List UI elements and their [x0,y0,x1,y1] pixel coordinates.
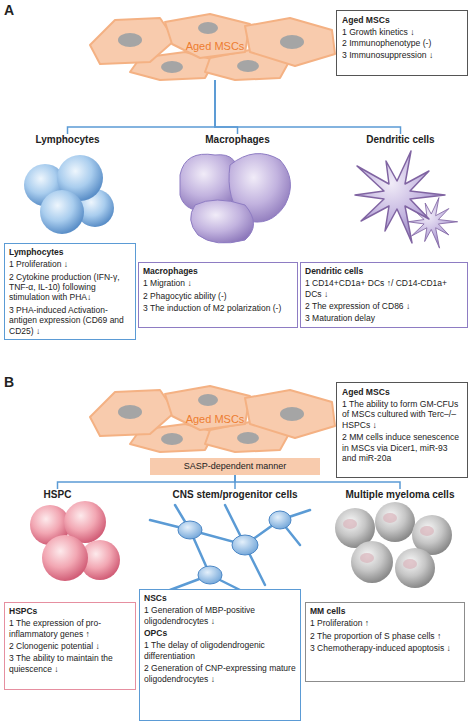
list-item: 1 Proliferation ↑ [310,618,460,628]
connector-line [234,475,236,489]
effect-box: Lymphocytes 1 Proliferation ↓ 2 Cytokine p… [4,243,136,340]
list-item: 1 Generation of MBP-positive oligodendro… [144,605,296,626]
band-label: SASP-dependent manner [184,462,287,472]
cell-cluster: Aged MSCs [100,384,330,454]
panel-letter: A [4,2,14,18]
lymphocyte-cell [40,190,84,234]
neural-process [150,505,310,590]
sasp-band: SASP-dependent manner [150,458,320,475]
dendritic-cells [355,151,458,248]
connector-line [58,475,236,489]
cell-type: Macrophages [175,134,300,239]
cell-cluster: Aged MSCs [100,12,330,80]
hspc-cell [42,535,88,581]
list-item: 1 The ability to form GM-CFUs of MSCs cu… [342,399,462,431]
connector-line [235,475,400,489]
cell-type-title: Multiple myeloma cells [335,489,465,501]
info-box: Aged MSCs1 Growth kinetics ↓2 Immunophen… [336,10,468,76]
cell-type-title: Lymphocytes [20,134,115,146]
list-item: 2 The proportion of S phase cells ↑ [310,631,460,641]
cell-type: CNS stem/progenitor cells [155,489,315,589]
cell-nucleus [360,553,374,563]
list-item: 2 The expression of CD86 ↓ [305,301,463,311]
myeloma-cell [351,541,393,583]
list-item: 1 Migration ↓ [143,278,293,288]
list-item: 3 PHA-induced Activation-antigen express… [9,305,131,336]
myeloma-cell [375,502,415,542]
msc-cluster [90,14,335,80]
box-heading: Aged MSCs [342,15,462,26]
cell-type-title: Dendritic cells [338,134,463,146]
list-item: 2 Generation of CNP-expressing mature ol… [144,663,296,684]
box-heading: Macrophages [143,266,293,276]
cell-label: Aged MSCs [186,413,245,425]
box-heading: OPCs [144,628,296,638]
connector-line [215,80,238,134]
cell-type: HSPC [15,489,100,589]
effect-box: Dendritic cells 1 CD14+CD1a+ DCs ↑/ CD14-… [300,262,468,328]
neural-cell [178,521,202,539]
cell-nucleus [383,513,397,523]
box-heading: HSPCs [9,606,131,616]
cell-type: Dendritic cells [338,134,463,244]
neural-cell [198,566,222,584]
box-heading: Aged MSCs [342,387,462,398]
list-item: 2 Immunophenotype (-) [342,38,462,49]
list-item: 3 Chemotherapy-induced apoptosis ↓ [310,643,460,653]
neural-cell [232,535,258,555]
effect-box: MM cells 1 Proliferation ↑ 2 The proportio… [305,602,465,682]
list-item: 3 Immunosuppression ↓ [342,50,462,61]
effect-box: NSCs 1 Generation of MBP-positive oligode… [139,589,301,721]
cell-nucleus [343,519,357,529]
list-item: 1 Growth kinetics ↓ [342,27,462,38]
info-box: Aged MSCs1 The ability to form GM-CFUs o… [336,382,468,478]
myeloma-cell [395,548,435,588]
cell-nucleus [403,559,417,569]
list-item: 2 MM cells induce senescence in MSCs via… [342,432,462,464]
box-heading: NSCs [144,593,296,603]
list-item: 3 The ability to maintain the quiescence… [9,653,131,674]
cell-label: Aged MSCs [186,40,245,52]
neural-cell [269,511,291,529]
list-item: 1 The expression of pro-inflammatory gen… [9,618,131,639]
list-item: 2 Clonogenic potential ↓ [9,641,131,651]
cell-nucleus [420,526,434,536]
list-item: 3 The induction of M2 polarization (-) [143,303,293,313]
effect-box: Macrophages 1 Migration ↓ 2 Phagocytic abi… [138,262,298,328]
cell-type-title: HSPC [15,489,100,501]
connector-line [68,80,216,134]
list-item: 1 Proliferation ↓ [9,259,131,269]
box-heading: Lymphocytes [9,247,131,257]
effect-box: HSPCs 1 The expression of pro-inflammator… [4,602,136,690]
list-item: 1 CD14+CD1a+ DCs ↑/ CD14-CD1a+ DCs ↓ [305,278,463,299]
list-item: 2 Phagocytic ability (-) [143,291,293,301]
msc-cluster [90,386,335,452]
list-item: 3 Maturation delay [305,313,463,323]
cell-type: Multiple myeloma cells [335,489,465,589]
macrophage-cell [191,200,254,243]
connector-line [215,80,401,134]
box-heading: Dendritic cells [305,266,463,276]
cell-type-title: Macrophages [175,134,300,146]
cell-type: Lymphocytes [20,134,115,234]
list-item: 2 Cytokine production (IFN-γ, TNF-α, IL-… [9,272,131,303]
list-item: 1 The delay of oligodendrogenic differen… [144,640,296,661]
cell-type-title: CNS stem/progenitor cells [155,489,315,501]
dendritic-cell [355,151,445,243]
panel-letter: B [4,374,14,390]
box-heading: MM cells [310,606,460,616]
